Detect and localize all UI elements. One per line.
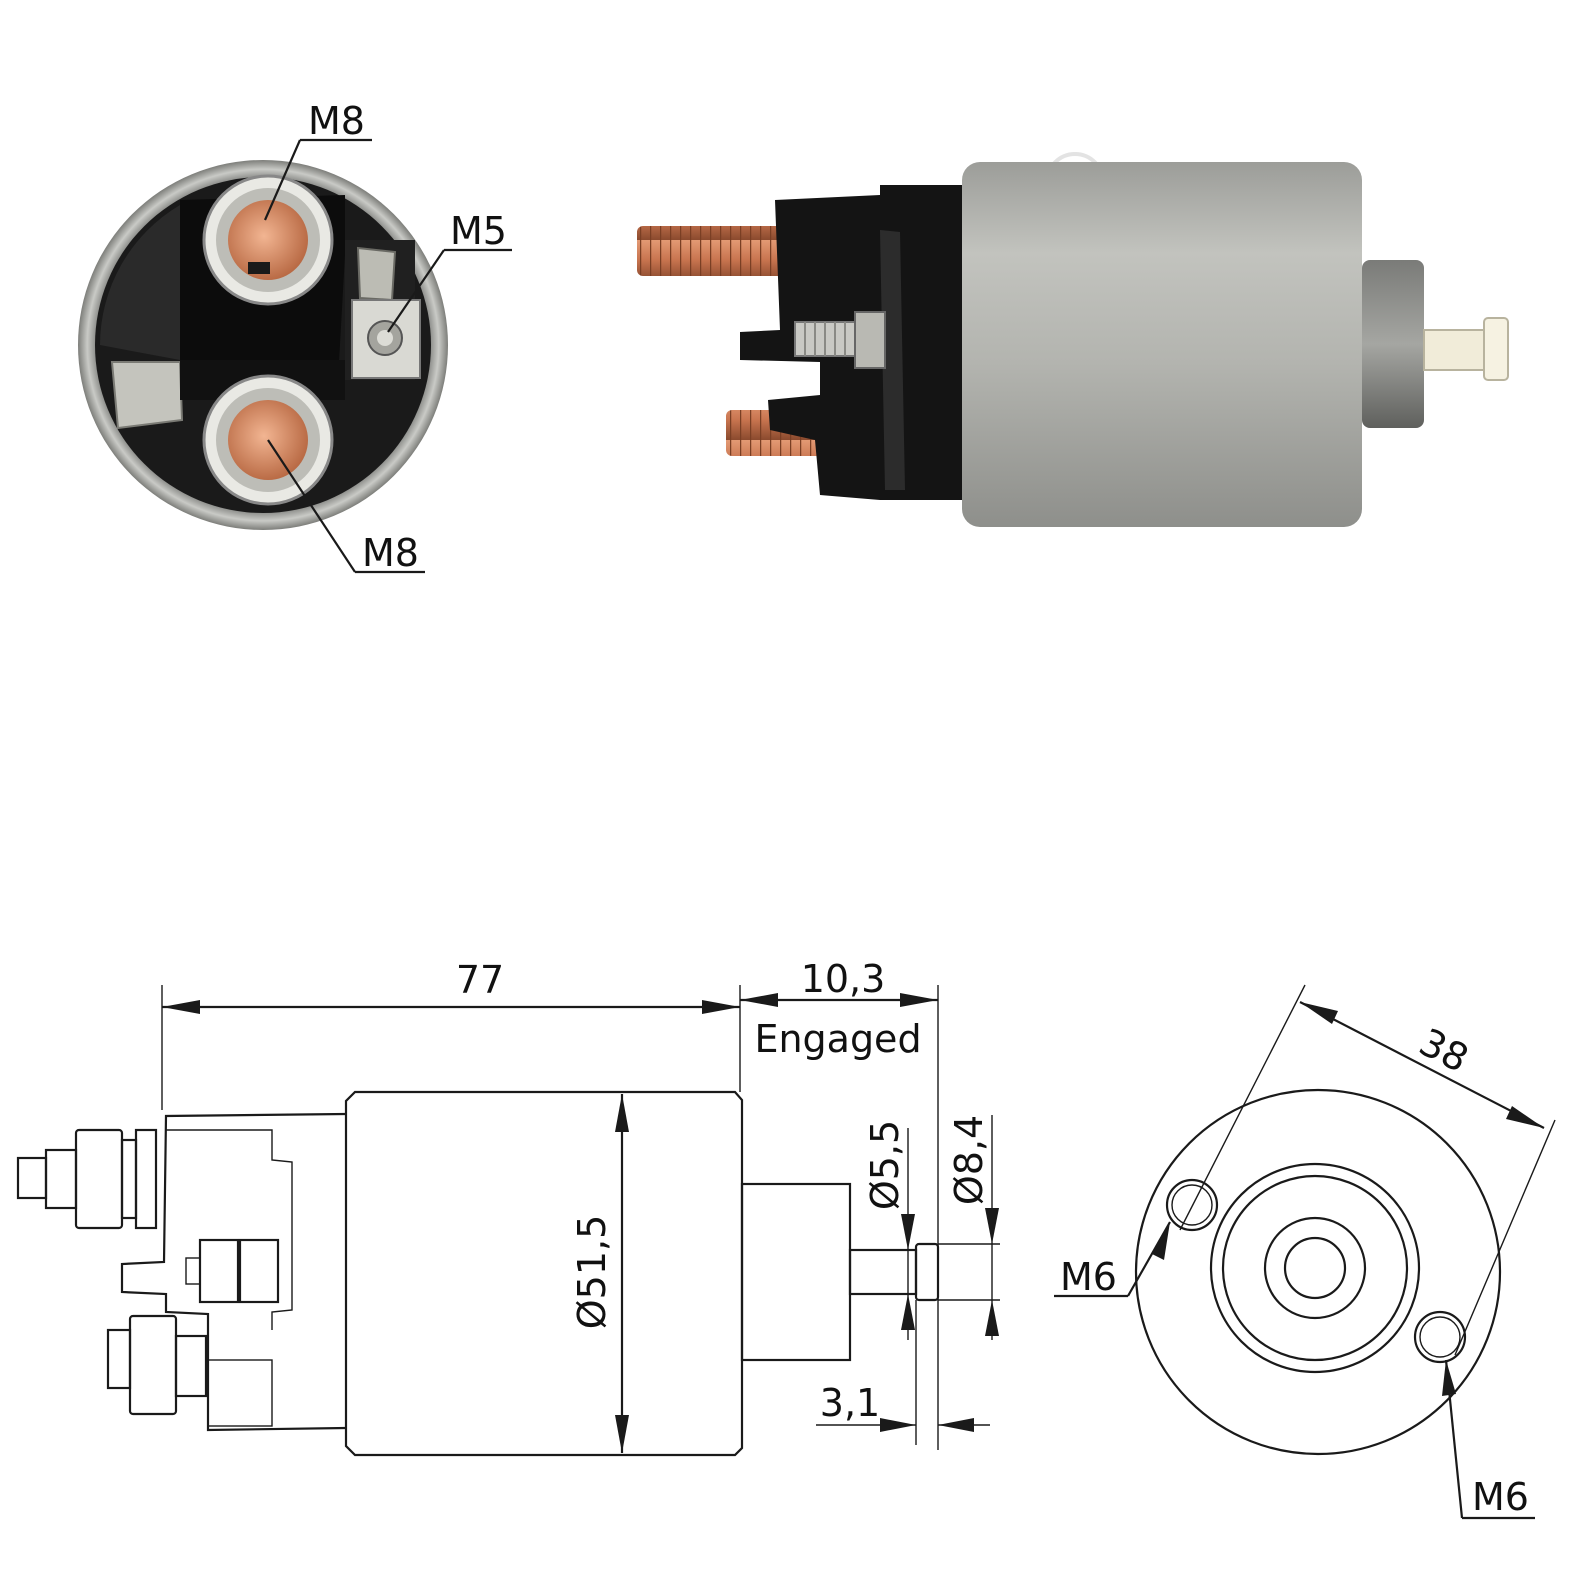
- end-hole-right: [1413, 1310, 1467, 1364]
- label-top-m8: M8: [308, 99, 365, 143]
- dim-hole-spacing: 38: [1412, 1020, 1475, 1081]
- label-hole-right: M6: [1472, 1475, 1529, 1519]
- end-drawing: 38 M6 M6: [1054, 984, 1556, 1520]
- dim-plunger-diameter: Ø5,5: [863, 1120, 907, 1210]
- dim-head-diameter: Ø8,4: [947, 1115, 991, 1205]
- front-view-photo: M8 M5 M8: [78, 99, 512, 575]
- leader-bottom-m8: [267, 439, 356, 573]
- dim-length: 77: [456, 958, 504, 1002]
- m5-screw: [794, 321, 866, 357]
- end-view-outline: [1134, 1088, 1502, 1456]
- dim-line-hole-spacing: [1299, 1001, 1545, 1129]
- label-bottom-m8: M8: [362, 531, 419, 575]
- top-m8-terminal: [202, 174, 334, 306]
- rubber-boot: [1362, 260, 1424, 428]
- steel-body: [962, 162, 1362, 527]
- label-m5: M5: [450, 209, 507, 253]
- leader-top-m8: [263, 139, 302, 221]
- dim-stroke-note: Engaged: [754, 1017, 921, 1061]
- dim-stroke: 10,3: [801, 957, 886, 1001]
- drawing-plunger-head: [914, 1242, 940, 1302]
- end-hole-left: [1165, 1178, 1219, 1232]
- leader-m5: [387, 249, 445, 333]
- dim-head-thickness: 3,1: [820, 1381, 880, 1425]
- drawing-body-outline: [344, 1090, 744, 1457]
- side-drawing: 77 10,3 Engaged Ø51,5 Ø5,5 Ø8,4 3,1: [16, 957, 1000, 1457]
- label-hole-left: M6: [1060, 1255, 1117, 1299]
- side-view-photo: [637, 162, 1509, 527]
- dim-body-diameter: Ø51,5: [570, 1215, 614, 1330]
- drawing-boot: [740, 1182, 852, 1362]
- top-copper-stud: [637, 226, 787, 276]
